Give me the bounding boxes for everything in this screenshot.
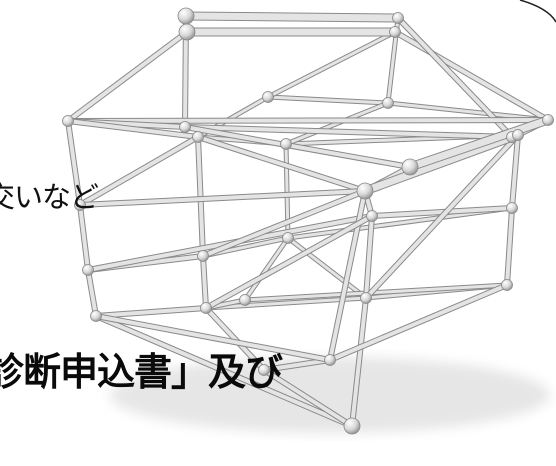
frame-rod-highlight xyxy=(201,254,208,310)
frame-joint xyxy=(542,114,554,126)
frame-rod-highlight xyxy=(266,30,397,99)
frame-rod-highlight xyxy=(66,30,189,123)
caption-text-lower: 診断申込書」及び xyxy=(0,350,283,394)
frame-rod-highlight xyxy=(406,116,552,171)
frame-joint xyxy=(366,210,378,222)
frame-joint xyxy=(401,158,419,176)
frame-joint xyxy=(262,91,274,103)
frame-rod-highlight xyxy=(364,133,520,300)
frame-rod-highlight xyxy=(286,236,368,300)
frame-joint xyxy=(192,131,204,143)
frame-joint xyxy=(506,202,518,214)
ground-shadow xyxy=(110,357,550,433)
frame-joint xyxy=(82,264,94,276)
frame-joint xyxy=(197,250,209,262)
frame-joint xyxy=(343,417,361,435)
frame-rod-highlight xyxy=(262,368,354,428)
frame-rod-highlight xyxy=(86,268,98,318)
frame-rod-highlight xyxy=(183,125,514,139)
frame-rod-highlight xyxy=(78,135,200,207)
frame-joint xyxy=(62,115,74,127)
frame-rod-highlight xyxy=(262,358,332,372)
frame-joint xyxy=(178,23,196,41)
frame-rod-highlight xyxy=(66,119,200,139)
frame-rod-highlight xyxy=(66,118,550,123)
frame-joint xyxy=(512,129,524,141)
frame-joint xyxy=(179,121,191,133)
frame-joint xyxy=(501,279,513,291)
frame-rod-highlight xyxy=(183,125,412,169)
frame-joint xyxy=(280,138,292,150)
frame-rod-highlight xyxy=(201,189,367,258)
frame-rod-highlight xyxy=(364,214,374,300)
frame-joint xyxy=(360,292,372,304)
frame-rod-highlight xyxy=(182,12,402,22)
frame-rod-highlight xyxy=(94,306,208,318)
frame-joint xyxy=(382,97,394,109)
frame-joints xyxy=(62,7,554,435)
corner-arc xyxy=(519,0,556,23)
frame-joint xyxy=(389,26,401,38)
frame-joint xyxy=(90,310,102,322)
frame-joint xyxy=(324,354,336,366)
frame-rod-highlight xyxy=(94,314,354,428)
frame-joint xyxy=(74,199,86,211)
front-frame xyxy=(65,11,553,429)
frame-rod-highlight xyxy=(284,101,390,146)
frame-joint xyxy=(200,302,212,314)
frame-joint xyxy=(177,7,195,25)
frame-rod-highlight xyxy=(204,296,368,310)
frame-rod-highlight xyxy=(370,206,514,218)
frame-rod-highlight xyxy=(94,314,332,362)
frame-rod-highlight xyxy=(328,189,367,362)
frame-joint xyxy=(392,12,404,24)
frame-rod-highlight xyxy=(78,203,90,272)
frame-rod-highlight xyxy=(204,214,374,310)
caption-text-upper: 交いなど xyxy=(0,180,99,214)
frame-rod-highlight xyxy=(243,283,509,302)
frame-rod-highlight xyxy=(243,236,290,302)
frame-rod-highlight xyxy=(66,119,82,207)
frame-rod-highlight xyxy=(204,306,266,372)
frame-rod-highlight xyxy=(350,296,368,428)
frame-joint xyxy=(239,294,251,306)
frame-rod-highlight xyxy=(78,189,367,207)
frame-joint xyxy=(258,364,270,376)
frame-rod-highlight xyxy=(505,206,514,287)
frame-rod-highlight xyxy=(328,283,509,362)
frame-rod-highlight xyxy=(361,131,522,195)
frame-rod-highlight xyxy=(266,95,390,105)
frame-rod-highlight xyxy=(510,133,520,210)
frame-joint xyxy=(356,182,374,200)
frame-joint xyxy=(282,232,294,244)
frame-rod-highlight xyxy=(393,30,550,122)
frame-rod-highlight xyxy=(196,135,367,193)
